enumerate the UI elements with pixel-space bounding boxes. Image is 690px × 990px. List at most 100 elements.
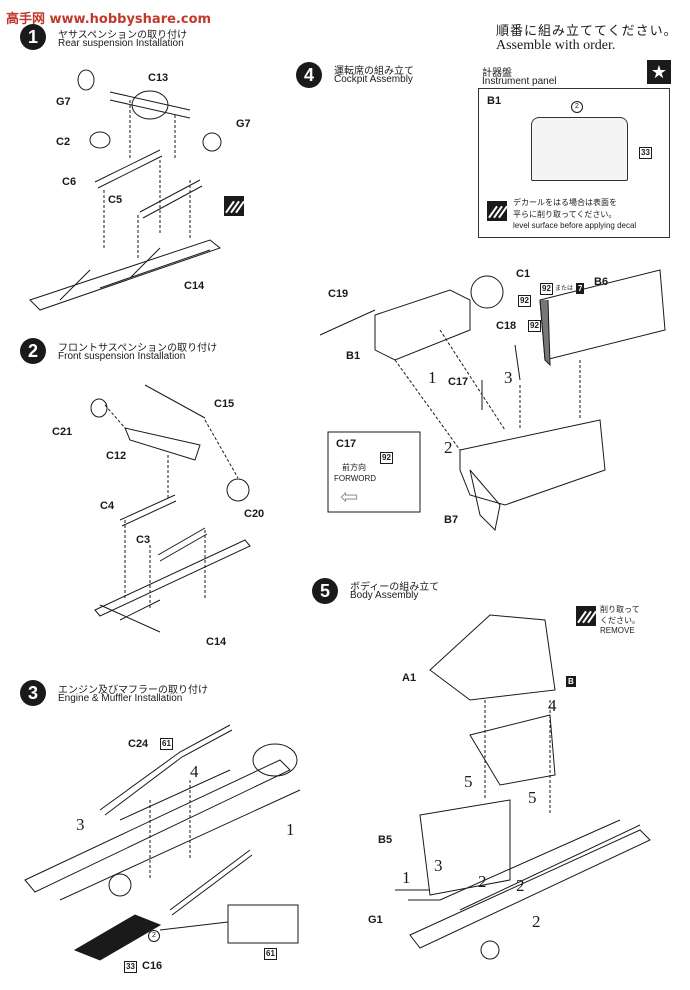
order-5-s5-a: 5 xyxy=(464,772,473,791)
sanding-icon-panel xyxy=(487,201,507,221)
label-c3: C3 xyxy=(136,534,151,546)
order-2-s4: 2 xyxy=(444,438,453,457)
label-b6: B6 xyxy=(594,276,609,288)
c14-frame-crossmembers xyxy=(59,247,211,301)
label-c6: C6 xyxy=(62,176,77,188)
c13-axle xyxy=(109,91,191,119)
step-3-title-en: Engine & Muffler Installation xyxy=(58,693,183,704)
c18-c17-levers xyxy=(481,344,521,410)
step-2-badge: 2 xyxy=(20,338,46,364)
c12-axle-beam xyxy=(124,427,201,461)
label-c1: C1 xyxy=(516,268,531,280)
panel-note-en: level surface before applying decal xyxy=(513,221,637,230)
step-3-title-jp: エンジン及びマフラーの取り付け xyxy=(58,685,208,696)
remove-note-en: REMOVE xyxy=(600,626,635,635)
s5-guide-lines xyxy=(484,700,551,815)
s3-drive-shaft xyxy=(169,849,253,916)
label-c16: C16 xyxy=(142,960,163,972)
c17-detail-box xyxy=(327,431,421,513)
sanding-icon-remove xyxy=(576,606,596,626)
c14-front-frame xyxy=(94,539,251,633)
order-2-s5-b: 2 xyxy=(516,876,525,895)
decal-92-c18: 92 xyxy=(528,320,541,332)
c19-rod xyxy=(319,309,376,336)
order-1-s4: 1 xyxy=(428,368,437,387)
c5-leaf-spring xyxy=(139,179,203,219)
c17-box-title: C17 xyxy=(336,438,357,450)
step-1-title-jp: ヤサスペンションの取り付け xyxy=(58,30,188,41)
instrument-panel-box: B1 2 33 デカールをはる場合は表面を 平らに削り取ってください。 leve… xyxy=(478,88,670,238)
s5-chassis-rail xyxy=(409,829,651,949)
header-instruction-en: Assemble with order. xyxy=(496,38,616,53)
decal-61-s3: 61 xyxy=(160,738,173,750)
s5-cockpit-unit xyxy=(469,714,556,786)
order-3-s3: 3 xyxy=(76,815,85,834)
s3-frame-rail-b xyxy=(59,769,301,901)
decal-2-panel: 2 xyxy=(571,101,583,113)
order-5-s5-b: 5 xyxy=(528,788,537,807)
s5-chassis-rail-b xyxy=(439,819,641,911)
step-5-title-jp: ボディーの組み立て xyxy=(350,582,440,593)
order-4-s5: 4 xyxy=(548,696,557,715)
label-c15: C15 xyxy=(214,398,235,410)
sanding-icon-s1 xyxy=(224,196,244,216)
label-c2: C2 xyxy=(56,136,71,148)
label-b1-panel: B1 xyxy=(487,95,502,107)
instrument-panel-drawing xyxy=(531,117,628,181)
decal-92-or: 92 xyxy=(540,283,553,295)
remove-note-jp-1: 削り取って xyxy=(600,605,640,614)
order-4-s3: 4 xyxy=(190,762,199,781)
step-4-title-en: Cockpit Assembly xyxy=(334,74,413,85)
order-2-s3: 2 xyxy=(148,930,160,942)
c17-box-decal: 92 xyxy=(380,452,393,464)
decal-b-s5: B xyxy=(566,676,576,687)
s1-guide-lines xyxy=(103,160,191,260)
c6-leaf-spring xyxy=(94,149,163,189)
b5-fender xyxy=(419,799,511,896)
label-c20: C20 xyxy=(244,508,265,520)
label-b5: B5 xyxy=(378,834,393,846)
c4-spring xyxy=(119,494,177,527)
c1-steering-wheel xyxy=(470,275,504,309)
decal-92-c1: 92 xyxy=(518,295,531,307)
watermark: 高手网 www.hobbyshare.com xyxy=(6,12,212,27)
label-c14-front: C14 xyxy=(206,636,227,648)
star-icon: ★ xyxy=(647,60,671,84)
label-c18: C18 xyxy=(496,320,517,332)
order-1-s3: 1 xyxy=(286,820,295,839)
label-c13: C13 xyxy=(148,72,169,84)
step-2-title-jp: フロントサスペンションの取り付け xyxy=(58,343,218,354)
label-c21: C21 xyxy=(52,426,73,438)
step-2-title-en: Front suspension Installation xyxy=(58,351,186,362)
instrument-panel-title-jp: 計器盤 xyxy=(482,68,512,79)
label-g1: G1 xyxy=(368,914,383,926)
decal-61-detail: 61 xyxy=(264,948,277,960)
step-3-badge: 3 xyxy=(20,680,46,706)
c17-box-en: FORWORD xyxy=(334,474,377,483)
order-1-s5: 1 xyxy=(402,868,411,887)
label-c4: C4 xyxy=(100,500,115,512)
label-g7-left: G7 xyxy=(56,96,71,108)
b1-dashboard xyxy=(374,289,471,361)
g7-wheel-hub-left xyxy=(77,69,95,91)
b7-floor xyxy=(459,419,606,506)
label-c24: C24 xyxy=(128,738,149,750)
label-b7: B7 xyxy=(444,514,459,526)
order-2-s5-a: 2 xyxy=(478,872,487,891)
decal-33-s3: 33 xyxy=(124,961,137,973)
c21-part xyxy=(90,398,108,418)
s3-rear-axle xyxy=(252,743,298,777)
s3-frame-rail xyxy=(24,759,291,893)
s2-guide-lines xyxy=(124,455,206,610)
c14-frame-rail-a xyxy=(29,239,222,311)
decal-7: 7 xyxy=(576,283,585,294)
s5-wheel xyxy=(480,940,500,960)
c2-part xyxy=(89,131,111,149)
forward-arrow-icon: ⇦ xyxy=(340,484,359,509)
s3-front-wheel xyxy=(108,873,132,897)
label-b1: B1 xyxy=(346,350,361,362)
s3-guide-lines xyxy=(149,780,191,880)
s3-detail-panel xyxy=(227,904,299,944)
order-2-s5-c: 2 xyxy=(532,912,541,931)
